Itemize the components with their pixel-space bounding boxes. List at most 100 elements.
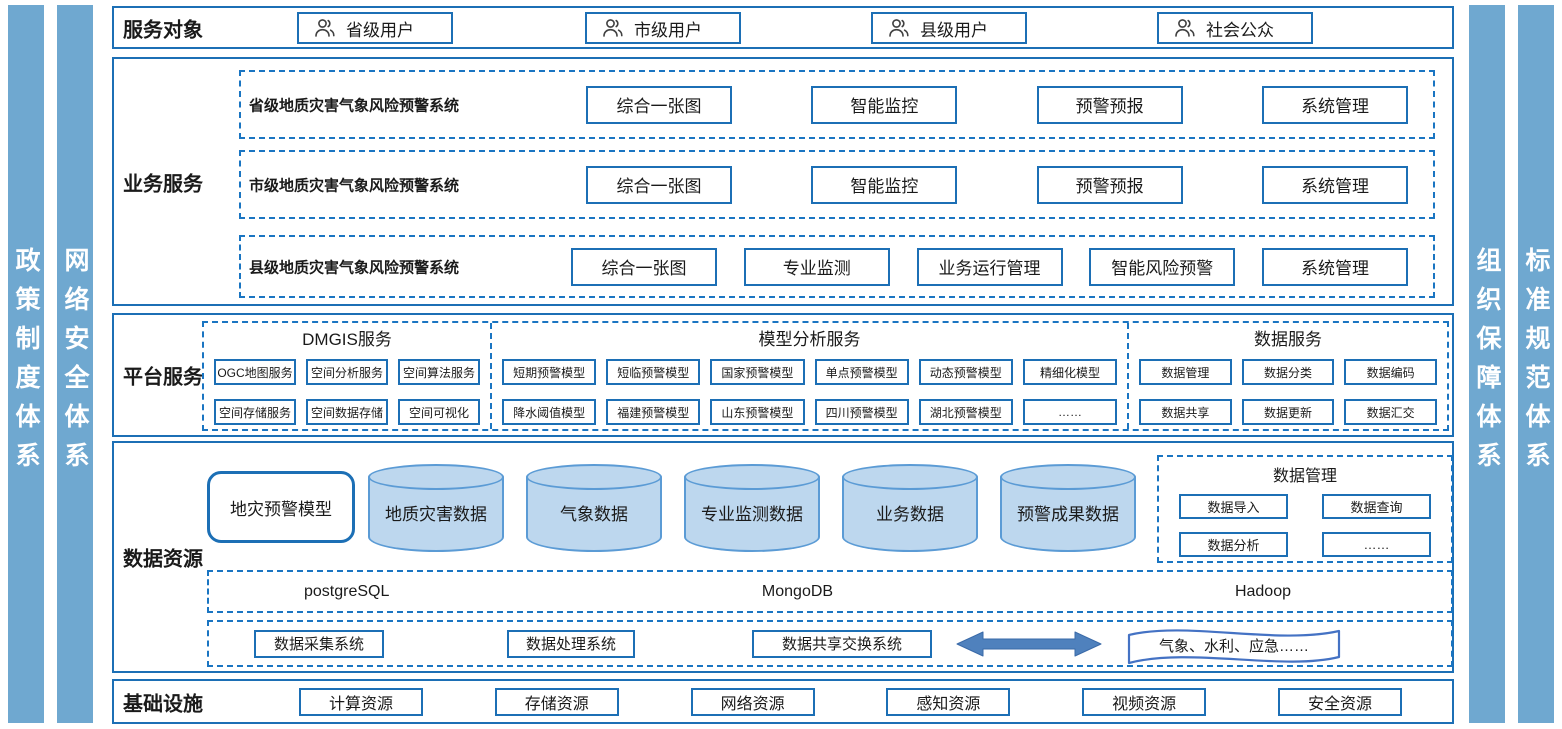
infrastructure-row: 计算资源 存储资源 网络资源 感知资源 视频资源 安全资源 <box>299 681 1402 722</box>
database-label: 地质灾害数据 <box>385 505 487 524</box>
platform-service-box: 数据管理 <box>1139 359 1232 385</box>
module-box: 系统管理 <box>1261 165 1408 204</box>
platform-service-box: OGC地图服务 <box>214 359 296 385</box>
external-systems-label: 气象、水利、应急…… <box>1158 638 1309 655</box>
side-bar-organization: 组织保障体系 <box>1469 5 1505 723</box>
cylinder-top <box>842 464 978 490</box>
service-target-label: 省级用户 <box>346 20 414 40</box>
side-bar-policy-system: 政策制度体系 <box>8 5 44 723</box>
layer-service-targets: 服务对象 省级用户 市级用户 县级用户 社会公众 <box>112 6 1454 49</box>
storage-engines-box: postgreSQL MongoDB Hadoop <box>207 570 1453 613</box>
platform-service-box: 空间数据存储 <box>306 399 388 425</box>
platform-service-box: …… <box>1022 399 1118 425</box>
module-box: 系统管理 <box>1262 247 1408 286</box>
platform-service-box: 空间可视化 <box>398 399 480 425</box>
platform-service-box: 空间算法服务 <box>398 359 480 385</box>
cylinder-top <box>526 464 662 490</box>
platform-group-models: 模型分析服务 短期预警模型 短临预警模型 国家预警模型 单点预警模型 动态预警模… <box>492 323 1129 429</box>
data-management-box: 数据管理 数据导入 数据查询 数据分析 …… <box>1157 455 1453 563</box>
module-box: 智能风险预警 <box>1089 247 1236 286</box>
module-box: 预警预报 <box>1036 85 1183 124</box>
platform-button-row: 数据共享 数据更新 数据汇交 <box>1129 399 1447 425</box>
side-bar-label: 政策制度体系 <box>12 247 40 481</box>
module-row: 综合一张图 专业监测 业务运行管理 智能风险预警 系统管理 <box>571 237 1408 296</box>
database-label: 气象数据 <box>560 505 628 524</box>
data-collection-system-box: 数据采集系统 <box>254 629 384 658</box>
layer-title: 基础设施 <box>123 693 203 715</box>
data-systems-box: 数据采集系统 数据处理系统 数据共享交换系统 气象、水利、应急…… <box>207 620 1453 667</box>
database-label: 业务数据 <box>876 505 944 524</box>
service-target-municipal-users: 市级用户 <box>585 12 741 44</box>
service-target-public: 社会公众 <box>1157 12 1313 44</box>
module-box: 综合一张图 <box>586 85 732 124</box>
system-name: 市级地质灾害气象风险预警系统 <box>249 177 460 194</box>
cylinder-top <box>684 464 820 490</box>
database-label: 预警成果数据 <box>1017 505 1119 524</box>
database-cylinder-geology: 地质灾害数据 <box>368 464 504 552</box>
system-box-municipal: 市级地质灾害气象风险预警系统 综合一张图 智能监控 预警预报 系统管理 <box>239 150 1435 219</box>
platform-group-title: 模型分析服务 <box>758 330 861 349</box>
data-management-grid: 数据导入 数据查询 数据分析 …… <box>1159 486 1451 557</box>
module-box: 业务运行管理 <box>916 247 1063 286</box>
platform-group-data-services: 数据服务 数据管理 数据分类 数据编码 数据共享 数据更新 数据汇交 <box>1129 323 1447 429</box>
external-systems-shape: 气象、水利、应急…… <box>1125 624 1343 667</box>
data-management-title: 数据管理 <box>1272 468 1337 485</box>
side-bar-label: 网络安全体系 <box>61 247 89 481</box>
platform-service-box: 福建预警模型 <box>606 399 701 425</box>
data-management-item: 数据导入 <box>1179 494 1288 519</box>
system-box-county: 县级地质灾害气象风险预警系统 综合一张图 专业监测 业务运行管理 智能风险预警 … <box>239 235 1435 298</box>
platform-service-box: 空间分析服务 <box>306 359 388 385</box>
service-target-label: 社会公众 <box>1206 20 1274 40</box>
platform-service-box: 国家预警模型 <box>710 359 805 385</box>
database-cylinder-weather: 气象数据 <box>526 464 662 552</box>
module-box: 综合一张图 <box>571 247 717 286</box>
module-row: 综合一张图 智能监控 预警预报 系统管理 <box>586 72 1408 137</box>
system-box-provincial: 省级地质灾害气象风险预警系统 综合一张图 智能监控 预警预报 系统管理 <box>239 70 1435 139</box>
module-box: 系统管理 <box>1261 85 1408 124</box>
layer-title: 服务对象 <box>123 19 203 41</box>
platform-service-box: 精细化模型 <box>1022 359 1118 385</box>
module-box: 预警预报 <box>1036 165 1183 204</box>
database-cylinder-monitoring: 专业监测数据 <box>684 464 820 552</box>
infrastructure-box: 网络资源 <box>690 687 815 716</box>
layer-title: 平台服务 <box>123 366 203 389</box>
platform-service-box: 湖北预警模型 <box>918 399 1013 425</box>
system-name: 县级地质灾害气象风险预警系统 <box>249 259 460 276</box>
infrastructure-box: 视频资源 <box>1082 687 1207 716</box>
data-management-item: …… <box>1322 532 1431 557</box>
cylinder-top <box>1000 464 1136 490</box>
layer-title: 数据资源 <box>123 548 203 571</box>
platform-service-box: 短期预警模型 <box>502 359 597 385</box>
module-row: 综合一张图 智能监控 预警预报 系统管理 <box>586 152 1408 217</box>
module-box: 综合一张图 <box>586 165 732 204</box>
platform-service-box: 数据编码 <box>1344 359 1438 385</box>
users-icon <box>889 19 909 37</box>
infrastructure-box: 感知资源 <box>886 687 1011 716</box>
data-sharing-exchange-system-box: 数据共享交换系统 <box>752 629 932 658</box>
platform-group-title: DMGIS服务 <box>302 330 392 349</box>
layer-data-resources: 数据资源 地灾预警模型 地质灾害数据 气象数据 专业监测数据 业务数据 <box>112 441 1454 673</box>
platform-service-box: 短临预警模型 <box>606 359 701 385</box>
platform-service-box: 单点预警模型 <box>814 359 909 385</box>
wave-border-icon <box>1127 629 1341 665</box>
infrastructure-box: 计算资源 <box>299 687 423 716</box>
platform-button-row: 降水阈值模型 福建预警模型 山东预警模型 四川预警模型 湖北预警模型 …… <box>492 399 1127 425</box>
platform-service-box: 数据汇交 <box>1344 399 1438 425</box>
database-cylinder-warning-results: 预警成果数据 <box>1000 464 1136 552</box>
service-target-label: 市级用户 <box>634 20 702 40</box>
side-bar-label: 标准规范体系 <box>1522 247 1550 481</box>
layer-title: 业务服务 <box>123 173 203 195</box>
side-bar-network-security: 网络安全体系 <box>57 5 93 723</box>
service-target-provincial-users: 省级用户 <box>297 12 453 44</box>
users-icon <box>1175 19 1195 37</box>
layer-business-services: 业务服务 省级地质灾害气象风险预警系统 综合一张图 智能监控 预警预报 系统管理… <box>112 57 1454 306</box>
platform-service-box: 空间存储服务 <box>214 399 296 425</box>
service-target-county-users: 县级用户 <box>871 12 1027 44</box>
database-label: 专业监测数据 <box>701 505 803 524</box>
side-bar-label: 组织保障体系 <box>1473 247 1501 481</box>
platform-service-box: 四川预警模型 <box>814 399 909 425</box>
platform-group-dmgis: DMGIS服务 OGC地图服务 空间分析服务 空间算法服务 空间存储服务 空间数… <box>204 323 492 429</box>
storage-engine-postgresql: postgreSQL <box>304 582 390 600</box>
storage-engine-hadoop: Hadoop <box>1234 582 1291 600</box>
disaster-warning-model-box: 地灾预警模型 <box>207 471 355 543</box>
